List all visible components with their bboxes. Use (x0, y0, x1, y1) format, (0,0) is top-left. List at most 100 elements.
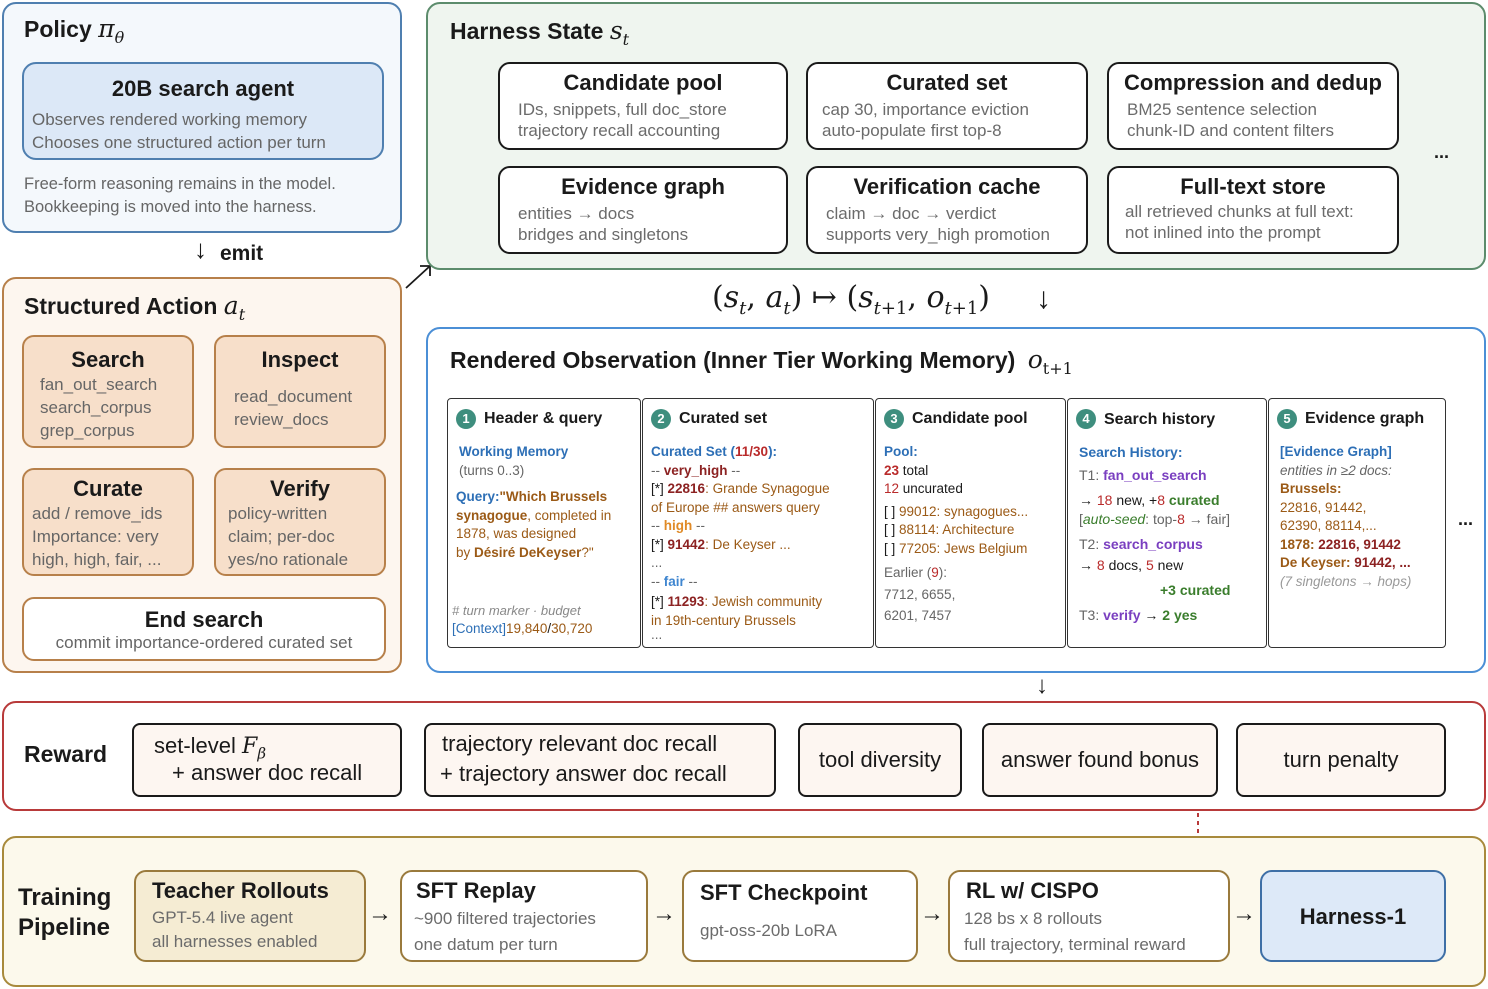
harness-title: Harness State st (450, 16, 629, 49)
c3-total-n: 23 (884, 462, 900, 478)
c1-turns: (turns 0..3) (459, 462, 525, 478)
c3-uncurated: 12 uncurated (884, 480, 1057, 499)
c4-t1-tool: fan_out_search (1103, 467, 1207, 483)
obs-col-2-num: 2 (651, 409, 671, 429)
c2-very-high: -- very_high -- (651, 462, 865, 481)
training-panel: Training Pipeline Teacher Rollouts GPT-5… (2, 836, 1486, 987)
c2-item-2: [*] 91442: De Keyser ... (651, 536, 865, 555)
reward-item-turn-penalty: turn penalty (1236, 723, 1446, 797)
c4-t2-new-n: 5 (1145, 557, 1154, 573)
c2-head-b: 11/30 (735, 444, 769, 459)
transition-formula: (st, at) ↦ (st+1, ot+1) (712, 280, 991, 319)
c3-row-1-pre: [ ] (884, 503, 900, 519)
action-card-end-title: End search (144, 607, 264, 632)
action-card-search-line-2: search_corpus (40, 398, 152, 417)
agent-card: 20B search agent Observes rendered worki… (22, 62, 384, 160)
training-step-2-line-2: one datum per turn (414, 935, 558, 954)
policy-note-1: Free-form reasoning remains in the model… (24, 175, 336, 193)
action-panel: Structured Action at Search fan_out_sear… (2, 277, 402, 673)
c4-seed-b: auto-seed (1082, 511, 1146, 527)
c2-i3-id: 11293 (667, 594, 705, 609)
c1-query-a: "Which Brussels (499, 489, 608, 504)
harness-card-candidate-pool-line-1: IDs, snippets, full doc_store (518, 100, 727, 119)
c3-row-3-pre: [ ] (884, 540, 900, 556)
c1-context: [Context]19,840/30,720 (452, 620, 592, 639)
c4-t3-label: T3: (1079, 607, 1104, 623)
c2-i2-id: 91442 (667, 536, 706, 552)
c2-head: Curated Set (11/30): (651, 443, 865, 462)
c2-head-c: ): (768, 444, 778, 459)
training-step-sft-checkpoint: SFT Checkpoint gpt-oss-20b LoRA (682, 870, 918, 962)
action-card-end-line: commit importance-ordered curated set (55, 633, 353, 652)
obs-col-5-num: 5 (1277, 409, 1297, 429)
emit-label: emit (220, 242, 264, 265)
c2-f-post: -- (684, 573, 698, 589)
c4-t2-new-l: new (1153, 557, 1184, 573)
c3-unc-l: uncurated (899, 481, 963, 496)
action-card-end: End search commit importance-ordered cur… (22, 597, 386, 661)
c1-ctx-label: [Context] (452, 621, 507, 636)
harness-card-full-text-store: Full-text store all retrieved chunks at … (1107, 166, 1399, 254)
c4-t2-arrow: → (1079, 557, 1097, 573)
training-step-4-line-2: full trajectory, terminal reward (964, 935, 1186, 954)
harness-symbol: st (609, 16, 630, 49)
action-card-curate-line-3: high, high, fair, ... (32, 550, 162, 569)
training-arrow-1: → (368, 900, 392, 927)
action-card-verify-line-3: yes/no rationale (228, 550, 349, 569)
c2-i3-a: : Jewish community (704, 594, 823, 609)
c2-i1-pre: [*] (651, 481, 668, 496)
c5-e2-b: 22816, 91442 (1318, 536, 1401, 552)
training-step-rl-cispo: RL w/ CISPO 128 bs x 8 rollouts full tra… (948, 870, 1230, 962)
policy-note-2: Bookkeeping is moved into the harness. (24, 198, 317, 216)
c3-row-2: [ ] 88114: Architecture (884, 521, 1057, 540)
training-arrow-2: → (652, 900, 676, 927)
harness-card-curated-set-title: Curated set (886, 70, 1008, 95)
training-step-4-line-1: 128 bs x 8 rollouts (964, 909, 1102, 928)
reward-f-beta-symbol: Fβ (242, 734, 266, 763)
obs-col-2-title: Curated set (679, 409, 768, 427)
c4-t1-result: → 18 new, +8 curated (1079, 491, 1258, 510)
training-step-3-title: SFT Checkpoint (700, 880, 868, 905)
obs-col-5-title: Evidence graph (1305, 409, 1425, 427)
c5-head: [Evidence Graph] (1280, 444, 1392, 459)
c1-query-g: ?" (581, 544, 594, 560)
obs-col-2-header: 2 Curated set (651, 409, 865, 429)
training-label-1: Training (18, 884, 112, 911)
c2-item-3: [*] 11293: Jewish community (651, 593, 865, 612)
harness-panel: Harness State st Candidate pool IDs, sni… (426, 2, 1486, 270)
harness-card-verification-cache: Verification cache claim → doc → verdict… (806, 166, 1088, 254)
harness-card-evidence-graph: Evidence graph entities → docs bridges a… (498, 166, 788, 254)
reward-item-2-line-2: + trajectory answer doc recall (440, 761, 727, 786)
harness-ellipsis: ... (1434, 142, 1450, 162)
training-step-harness-1: Harness-1 (1260, 870, 1446, 962)
c3-total: 23 total (884, 462, 1057, 481)
c4-t3-arrow: → (1140, 607, 1163, 623)
action-card-inspect-title: Inspect (261, 347, 339, 372)
reward-panel: Reward set-level Fβ + answer doc recall … (2, 701, 1486, 811)
action-card-verify: Verify policy-written claim; per-doc yes… (214, 468, 386, 576)
c2-vh: very_high (663, 462, 728, 478)
c5-e1-ids-2: 62390, 88114,... (1280, 518, 1377, 533)
observation-title-text: Rendered Observation (Inner Tier Working… (450, 347, 1016, 373)
c4-t1-arrow: → (1079, 492, 1097, 508)
harness-card-curated-set-line-2: auto-populate first top-8 (822, 121, 1002, 140)
c5-e3-a: De Keyser: (1280, 555, 1355, 570)
harness-card-verification-cache-line-1: claim → doc → verdict (826, 204, 997, 223)
training-step-3-line-1: gpt-oss-20b LoRA (700, 921, 838, 940)
agent-title: 20B search agent (111, 76, 295, 101)
c3-earlier-a: Earlier ( (884, 565, 932, 580)
reward-item-4-line-1: answer found bonus (1000, 747, 1200, 772)
action-card-search-title: Search (71, 347, 145, 372)
c3-unc-n: 12 (884, 481, 900, 496)
c2-h-pre: -- (651, 518, 664, 533)
c4-seed-a: [ (1079, 511, 1083, 527)
reward-item-tool-diversity: tool diversity (798, 723, 962, 797)
c4-t2-docs-n: 8 (1096, 557, 1105, 573)
reward-item-1-line-2: + answer doc recall (172, 760, 363, 786)
c4-seed-d: 8 (1177, 511, 1185, 527)
c4-head: Search History: (1079, 444, 1183, 460)
c3-row-1-txt: 99012: synagogues... (899, 503, 1029, 519)
